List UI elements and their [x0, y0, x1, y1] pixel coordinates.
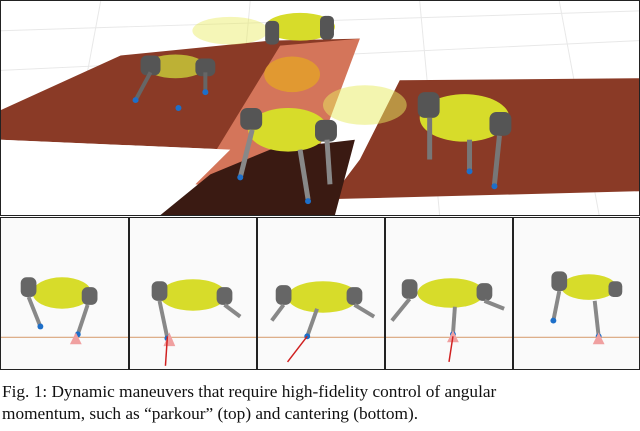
robot-center: [237, 108, 337, 205]
figure-caption: Fig. 1: Dynamic maneuvers that require h…: [2, 381, 638, 425]
ground-gap: [1, 139, 231, 215]
canter-frame-1-svg: [1, 277, 128, 345]
robot-right: [417, 92, 512, 190]
canter-frame-3: [257, 217, 385, 370]
robot-top: [265, 12, 335, 45]
parkour-scene-svg: [1, 1, 639, 215]
robot-middle: [264, 56, 320, 93]
robot-left: [132, 54, 216, 111]
canter-frame-1: [0, 217, 129, 370]
caption-line-1: Fig. 1: Dynamic maneuvers that require h…: [2, 382, 497, 401]
canter-frame-2: [129, 217, 257, 370]
canter-frame-3-svg: [258, 281, 384, 363]
canter-sequence: [0, 217, 640, 370]
caption-line-2: momentum, such as “parkour” (top) and ca…: [2, 404, 419, 423]
parkour-scene-image: [0, 0, 640, 216]
canter-frame-4-svg: [386, 278, 512, 363]
canter-frame-2-svg: [130, 279, 256, 366]
canter-frame-4: [385, 217, 513, 370]
canter-frame-5: [513, 217, 640, 370]
canter-frame-5-svg: [514, 271, 639, 345]
robot-ghost-2: [322, 85, 407, 125]
robot-ghost-1: [192, 16, 269, 45]
